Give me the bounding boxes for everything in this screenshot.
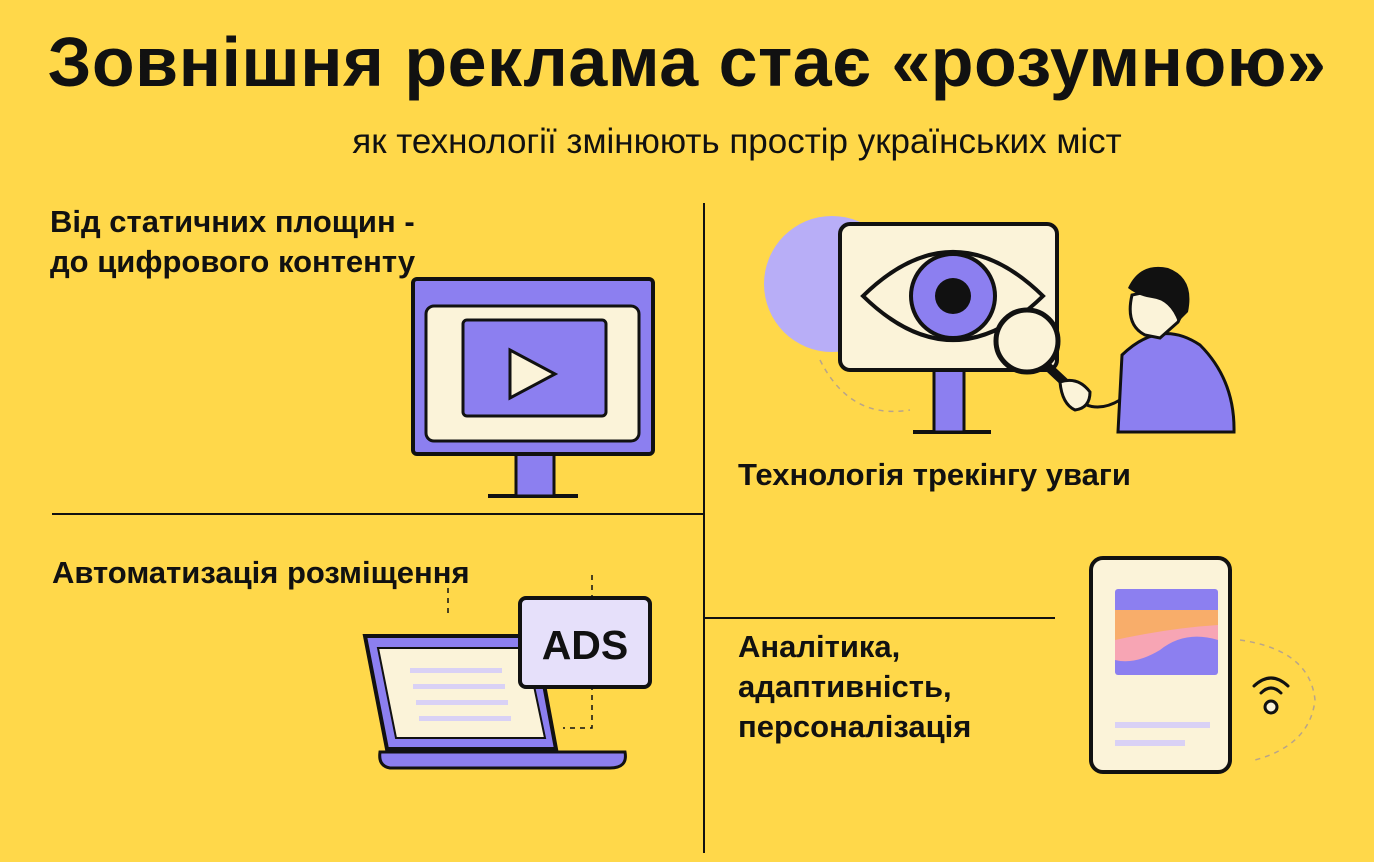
left-horizontal-divider (52, 513, 703, 515)
label-line-3: персоналізація (738, 709, 972, 744)
right-horizontal-divider (705, 617, 1055, 619)
section-automation-label: Автоматизація розміщення (52, 555, 470, 590)
section-attention-tracking-label: Технологія трекінгу уваги (738, 457, 1131, 492)
section-analytics-label: Аналітика, адаптивність, персоналізація (738, 627, 971, 747)
digital-monitor-icon (411, 277, 655, 498)
vertical-divider (703, 203, 705, 853)
page-subtitle: як технології змінюють простір українськ… (352, 122, 1122, 161)
page-title: Зовнішня реклама стає «розумною» (47, 23, 1327, 101)
eye-tracking-icon (764, 216, 1236, 434)
section-static-to-digital-label: Від статичних площин - до цифрового конт… (50, 202, 415, 282)
label-line-1: Від статичних площин - (50, 204, 415, 239)
label-line-1: Аналітика, (738, 629, 901, 664)
label-line-2: до цифрового контенту (50, 244, 416, 279)
label-line-2: адаптивність, (738, 669, 952, 704)
ads-laptop-icon (362, 575, 652, 770)
ads-badge-text: ADS (542, 622, 629, 668)
analytics-phone-icon (1089, 556, 1316, 774)
